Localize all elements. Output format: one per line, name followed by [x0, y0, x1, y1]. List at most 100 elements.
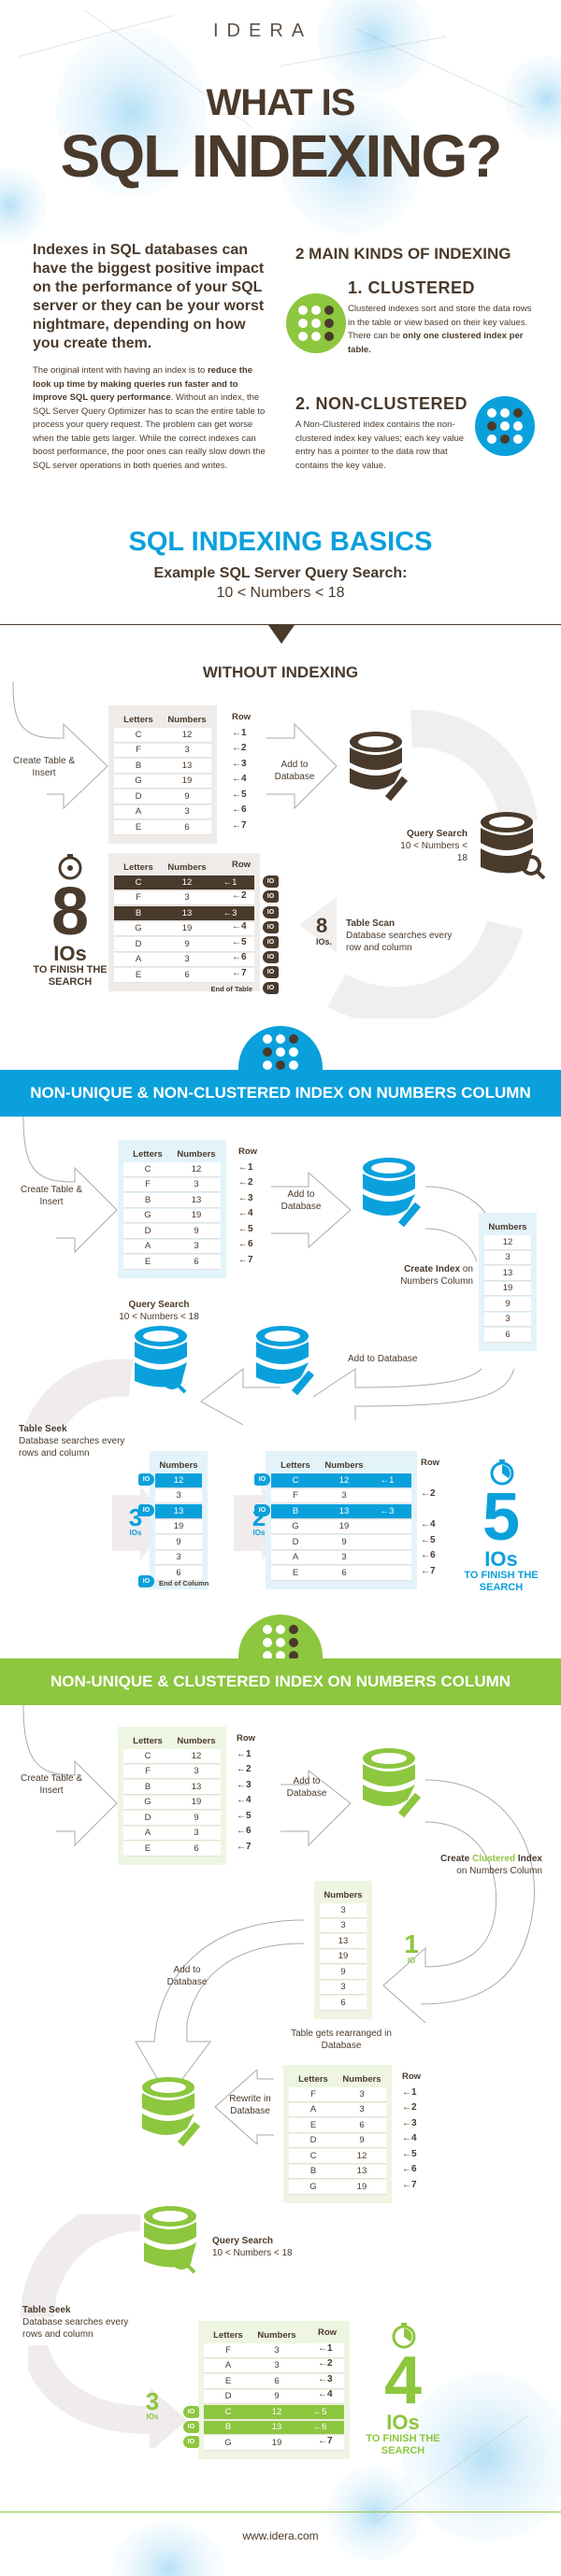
add-to-database-label-2: Add to Database [166, 1965, 208, 1987]
io-marker-icon: IO [254, 1473, 270, 1486]
end-of-column-label: End of Column [159, 1579, 209, 1587]
bg-bubble [318, 0, 430, 93]
row-pointer-column: Row ←1←2←3←4←5←6←7 [402, 2071, 422, 2190]
sorted-numbers-table: Numbers 3 3 13 19 9 3 6 [314, 1881, 372, 2019]
stopwatch-icon [490, 1459, 514, 1486]
intro-lead: Indexes in SQL databases can have the bi… [33, 242, 265, 351]
stopwatch-icon [58, 854, 82, 880]
clustered-dots-icon [251, 1618, 310, 1667]
clustered-icon [286, 293, 346, 353]
row-pointer-column: Row ←1←2←3←4←5←6←7 [232, 712, 252, 831]
divider-arrow-icon [268, 625, 295, 644]
index-seek-table: Numbers 12 3 13 19 9 3 6 [150, 1451, 208, 1589]
create-index-label: Create Index on Numbers Column [400, 1264, 473, 1287]
io-marker-icon: IO [183, 2421, 199, 2433]
io-marker-icon: IO [263, 951, 279, 963]
io-marker-icon: IO [138, 1504, 154, 1516]
database-edit-icon [142, 2077, 201, 2147]
bg-bubble [56, 28, 206, 196]
clustered-description: Clustered indexes sort and store the dat… [348, 304, 532, 355]
create-table-label: Create Table & Insert [21, 1773, 82, 1796]
io-marker-icon: IO [263, 921, 279, 933]
basics-subtitle: Example SQL Server Query Search: [153, 565, 408, 581]
database-search-icon [481, 812, 546, 880]
database-search-icon [135, 1326, 187, 1394]
basics-title: SQL INDEXING BASICS [128, 527, 433, 557]
create-clustered-index-label: Create Clustered Index on Numbers Column [440, 1854, 542, 1876]
add-to-database-label: Add to Database [280, 1189, 322, 1212]
database-edit-icon [363, 1158, 422, 1228]
seek-arrow [28, 2345, 187, 2448]
index-numbers-table: Numbers 12 3 13 19 9 3 6 [479, 1213, 537, 1351]
create-table-label: Create Table & Insert [13, 756, 75, 778]
rewrite-in-database-label: Rewrite in Database [229, 2094, 271, 2116]
seek-curve [21, 2214, 141, 2317]
stopwatch-icon [392, 2323, 416, 2349]
end-of-table-label: End of Table [210, 985, 252, 993]
scan-row-pointers: Row .←2.←4←5←6←7 [232, 860, 252, 978]
footer-website-link[interactable]: www.idera.com [242, 2529, 319, 2542]
io-marker-icon: IO [263, 982, 279, 994]
row-pointer-column: Row ←1←2←3←4←5←6←7 [238, 1146, 258, 1265]
section-divider [0, 624, 561, 625]
idera-logo: IDERA [213, 21, 312, 42]
page-title-line2: SQL INDEXING? [60, 122, 503, 190]
without-flow-arrows [12, 682, 538, 1018]
nonclustered-icon [475, 396, 535, 456]
database-edit-icon [350, 732, 409, 802]
clustered-section-title: NON-UNIQUE & CLUSTERED INDEX ON NUMBERS … [0, 1658, 561, 1705]
io-marker-icon: IO [183, 2436, 199, 2448]
row-pointer-column: Row .←2.←4←5←6←7 [421, 1458, 440, 1576]
io-marker-icon: IO [263, 966, 279, 978]
io-marker-icon: IO [263, 875, 279, 888]
io-marker-icon: IO [138, 1473, 154, 1486]
io-marker-icon: IO [138, 1575, 154, 1587]
create-table-label: Create Table & Insert [21, 1185, 82, 1207]
nonclustered-section-title: NON-UNIQUE & NON-CLUSTERED INDEX ON NUMB… [0, 1070, 561, 1117]
kinds-title: 2 MAIN KINDS OF INDEXING [295, 245, 511, 263]
logo-text: IDERA [213, 21, 313, 41]
row-pointer-column: Row ←1←2←3←4←5←6←7 [237, 1733, 256, 1852]
io-marker-icon: IO [183, 2406, 199, 2418]
io-marker-icon: IO [263, 906, 279, 918]
database-edit-icon [256, 1326, 315, 1396]
row-pointer-column: Row ←1←2←3←4..←7 [318, 2327, 338, 2446]
io-marker-icon: IO [254, 1504, 270, 1516]
bg-bubble [280, 93, 421, 234]
io-marker-icon: IO [263, 936, 279, 948]
bg-bubble [327, 2467, 421, 2560]
intro-body: The original intent with having an index… [33, 365, 266, 471]
database-search-icon [144, 2206, 196, 2274]
add-to-database-label: Add to Database [274, 760, 315, 782]
add-to-database-label-2: Add to Database [348, 1354, 418, 1364]
page-title-line1: WHAT IS [206, 82, 356, 123]
add-to-database-label: Add to Database [286, 1776, 327, 1799]
nonclustered-dots-icon [251, 1028, 310, 1076]
rewrite-arrow [214, 2070, 274, 2144]
without-indexing-title: WITHOUT INDEXING [202, 663, 359, 681]
io-marker-icon: IO [263, 890, 279, 903]
bg-bubble [402, 2373, 561, 2541]
nonclustered-description: A Non-Clustered index contains the non-c… [295, 420, 465, 471]
clustered-flow-arrows [22, 1705, 535, 2113]
